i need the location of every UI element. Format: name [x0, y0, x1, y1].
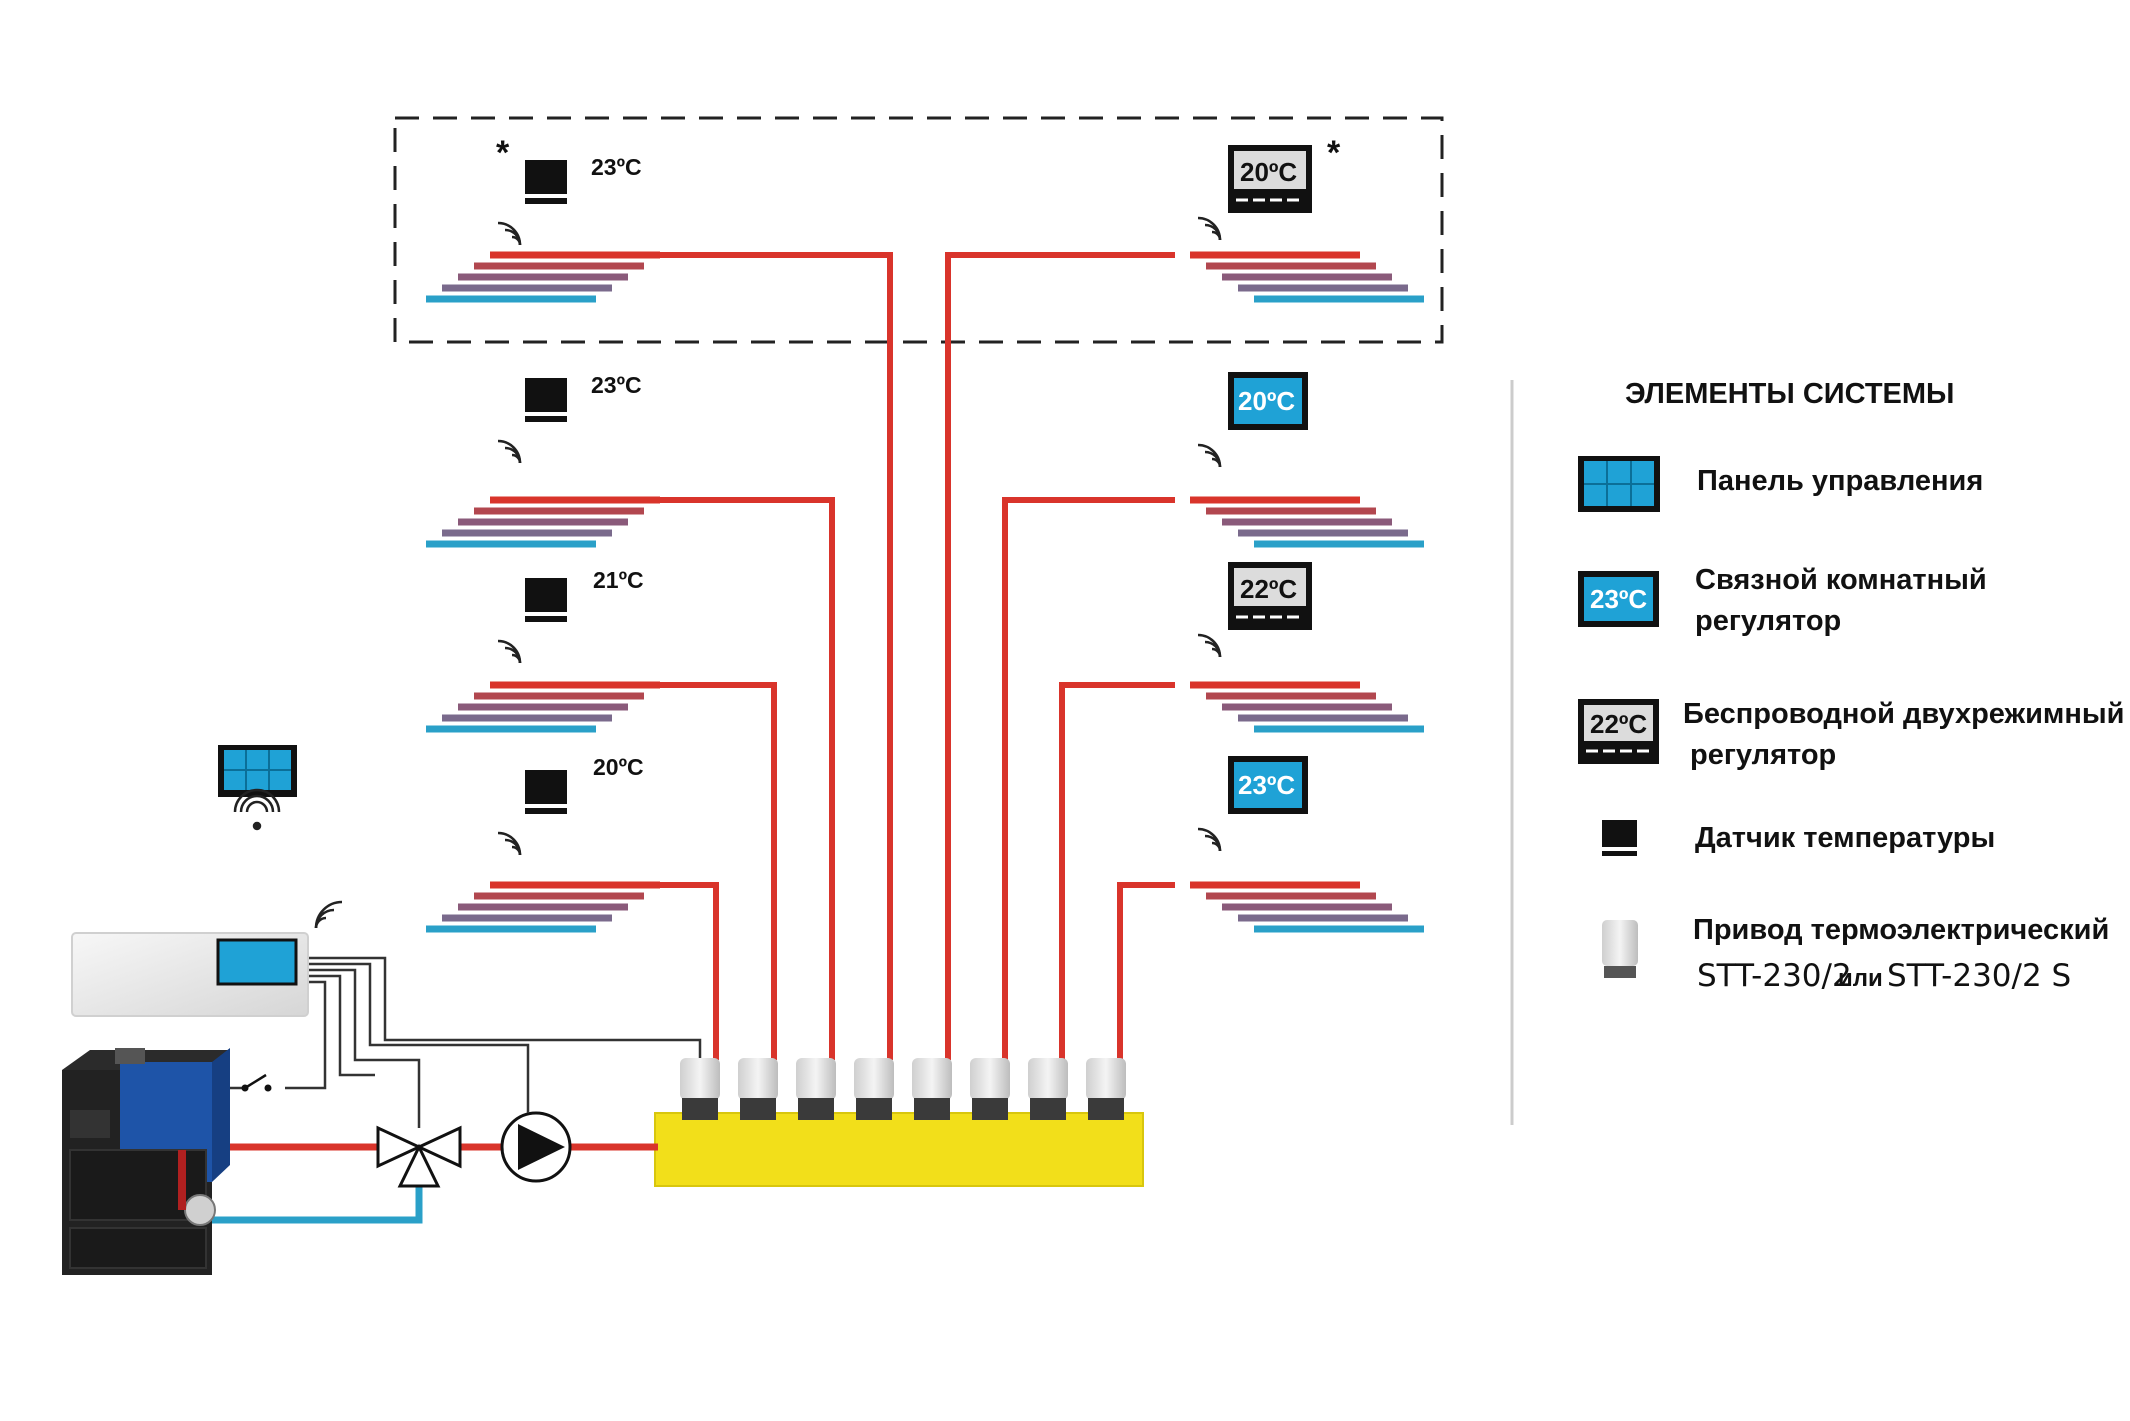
sensor-temp-3: 21ºC — [593, 567, 644, 593]
legend-temperature-sensor-icon — [1602, 820, 1637, 856]
circulation-pump-icon — [500, 1111, 572, 1183]
heating-loop-right-3 — [1190, 681, 1424, 733]
legend-label-actuator: Привод термоэлектрический — [1693, 914, 2109, 946]
manifold — [654, 1112, 1144, 1187]
sensor-wireless-icon — [497, 831, 522, 856]
room-regulators: 20ºC 20ºC 22ºC 23ºC — [1197, 145, 1312, 852]
legend-label-panel: Панель управления — [1697, 465, 1983, 497]
legend-wireless-regulator-display: 22ºC — [1590, 709, 1647, 739]
sensor-temp-2: 23ºC — [591, 372, 642, 398]
temperature-sensor-icon — [525, 160, 567, 204]
regulator-wireless-icon — [1197, 443, 1222, 468]
legend-room-regulator-icon: 23ºC — [1578, 571, 1659, 627]
regulator-wireless-icon — [1197, 633, 1222, 658]
manifold-actuators — [680, 1058, 1126, 1120]
temperature-sensor-icon — [525, 770, 567, 814]
actuator-icon — [1028, 1058, 1068, 1120]
actuator-icon — [854, 1058, 894, 1120]
actuator-icon — [680, 1058, 720, 1120]
regulator-wireless-icon — [1197, 216, 1222, 241]
legend-model-or: или — [1838, 965, 1883, 992]
upper-floor-mark-right: * — [1327, 134, 1341, 172]
legend-model-b: STT-230/2 S — [1887, 958, 2071, 994]
heating-loop-left-2 — [426, 496, 660, 548]
sensor-wireless-icon — [497, 639, 522, 664]
room-regulator-icon: 20ºC — [1228, 372, 1308, 430]
legend-label-sensor: Датчик температуры — [1695, 822, 1995, 854]
actuator-icon — [796, 1058, 836, 1120]
control-panel-icon — [218, 745, 297, 797]
legend-room-regulator-display: 23ºC — [1590, 584, 1647, 614]
sensor-temp-1: 23ºC — [591, 154, 642, 180]
heating-loop-right-2 — [1190, 496, 1424, 548]
floor-heating-loops — [426, 251, 1424, 933]
actuator-icon — [970, 1058, 1010, 1120]
wireless-regulator-icon: 20ºC — [1228, 145, 1312, 213]
legend-label-wireless-regulator-2: регулятор — [1690, 739, 1836, 771]
legend-title: ЭЛЕМЕНТЫ СИСТЕМЫ — [1625, 378, 1954, 410]
legend-wireless-regulator-icon: 22ºC — [1578, 699, 1659, 764]
boiler-pipes — [210, 1143, 658, 1224]
temperature-sensor-icon — [525, 578, 567, 622]
heating-loop-left-4 — [426, 881, 660, 933]
upper-floor-frame — [393, 116, 1444, 344]
boiler-icon — [62, 1048, 230, 1275]
upper-floor-mark-left: * — [496, 134, 510, 172]
legend-control-panel-icon — [1578, 456, 1660, 512]
temperature-sensors — [497, 160, 567, 856]
legend-actuator-icon — [1602, 920, 1638, 978]
main-controller — [71, 932, 309, 1017]
sensor-temp-4: 20ºC — [593, 754, 644, 780]
sensor-wireless-icon — [497, 221, 522, 246]
heating-loop-right-1 — [1190, 251, 1424, 303]
legend-model-a: STT-230/2 — [1697, 958, 1852, 994]
heating-loop-right-4 — [1190, 881, 1424, 933]
regulator-wireless-icon — [1197, 827, 1222, 852]
supply-pipes — [650, 252, 1175, 1060]
controller-wireless-icon — [314, 900, 343, 929]
room-regulator-icon: 23ºC — [1228, 756, 1308, 814]
legend-label-room-regulator-2: регулятор — [1695, 605, 1841, 637]
regulator-display: 22ºC — [1240, 574, 1297, 604]
regulator-display: 23ºC — [1238, 770, 1295, 800]
boiler-switch-icon — [241, 1073, 272, 1092]
legend-label-wireless-regulator-1: Беспроводной двухрежимный — [1683, 698, 2125, 730]
control-wiring — [230, 956, 702, 1128]
regulator-display: 20ºC — [1238, 386, 1295, 416]
panel-wireless-icon — [233, 788, 281, 831]
heating-loop-left-3 — [426, 681, 660, 733]
three-way-valve-icon — [376, 1125, 462, 1188]
temperature-sensor-icon — [525, 378, 567, 422]
sensor-wireless-icon — [497, 439, 522, 464]
actuator-icon — [912, 1058, 952, 1120]
actuator-icon — [1086, 1058, 1126, 1120]
legend-label-room-regulator-1: Связной комнатный — [1695, 564, 1987, 596]
wireless-regulator-icon: 22ºC — [1228, 562, 1312, 630]
regulator-display: 20ºC — [1240, 157, 1297, 187]
heating-loop-left-1 — [426, 251, 660, 303]
actuator-icon — [738, 1058, 778, 1120]
